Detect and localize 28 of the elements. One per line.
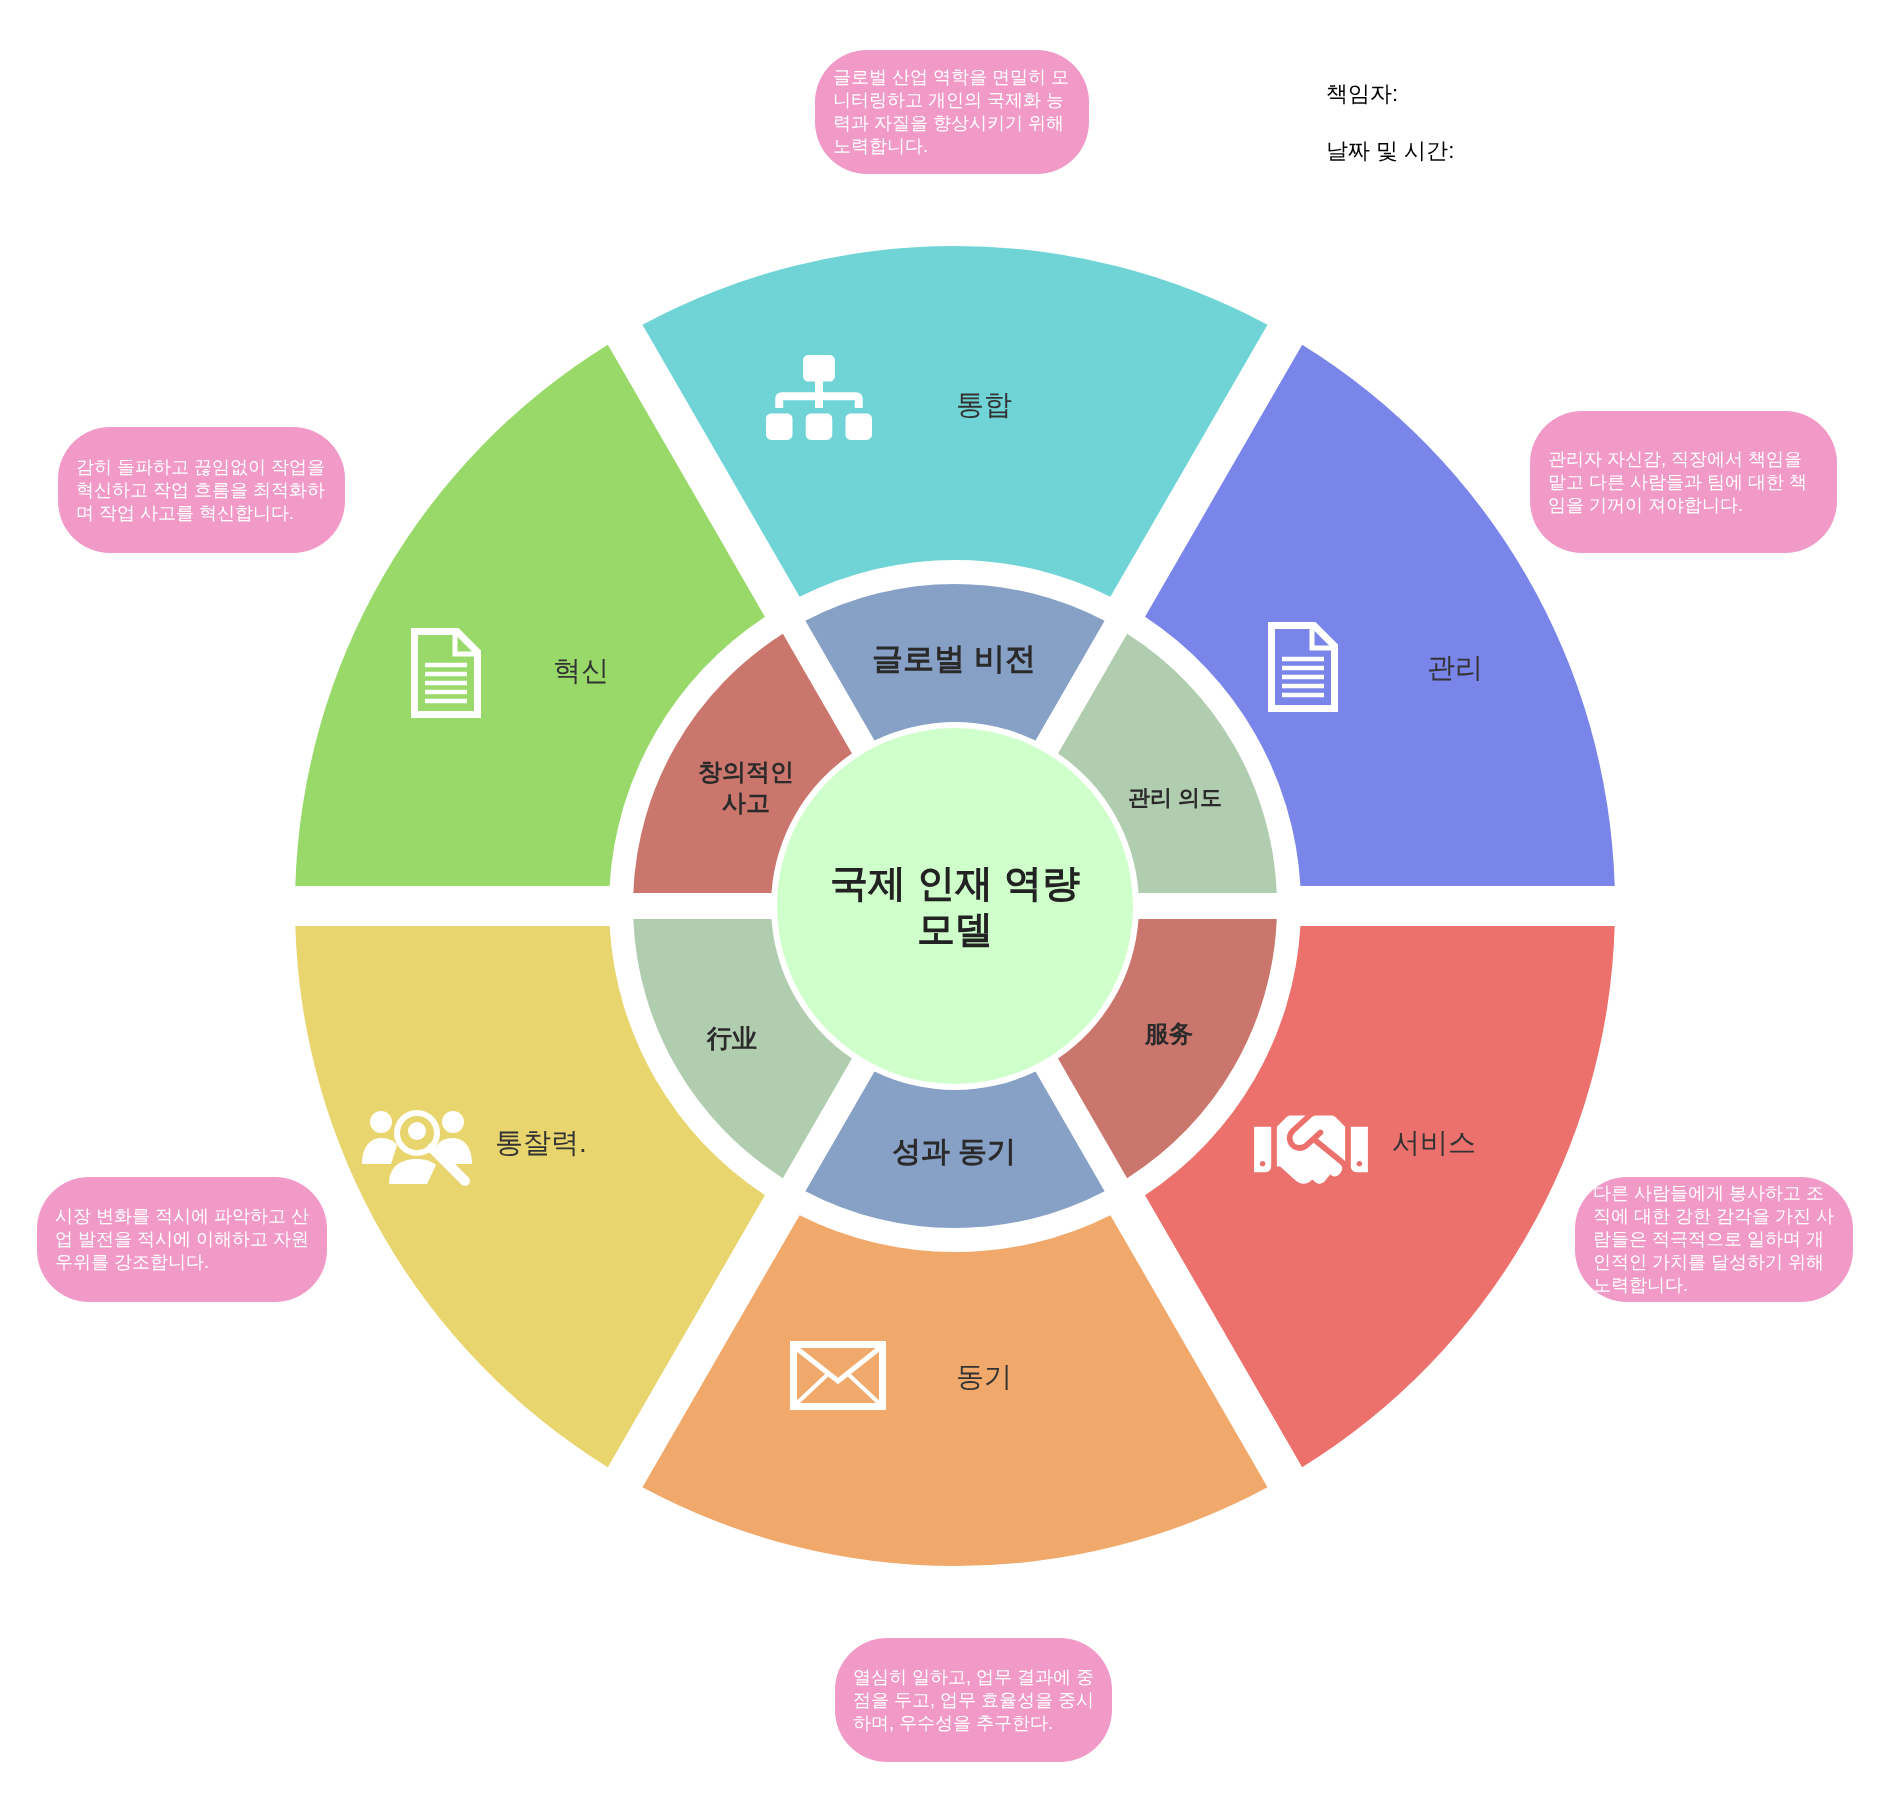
callout-text: 글로벌 산업 역학을 면밀히 모니터링하고 개인의 국제화 능력과 자질을 향상시키기 위해 노력합니다. [833,66,1070,158]
segment-label: 服务 [1145,1019,1193,1049]
callout-text: 시장 변화를 적시에 파악하고 산업 발전을 적시에 이해하고 자원 우위를 강조합니다. [55,1205,309,1274]
callout-text: 관리자 자신감, 직장에서 책임을 맡고 다른 사람들과 팀에 대한 책임을 기꺼이 져야합니다. [1548,447,1808,517]
callout-text: 다른 사람들에게 봉사하고 조직에 대한 강한 감각을 가진 사람들은 적극적으로 일하며 개인적인 가치를 달성하기 위해 노력합니다. [1593,1182,1835,1297]
outer-ring-segment [642,1215,1268,1566]
inner-ring-segment [805,1071,1105,1228]
inner-ring-segment [1058,919,1277,1179]
inner-ring-segment [633,919,852,1179]
segment-label: 동기 [956,1360,1012,1394]
callout-bubble [1530,411,1837,553]
callout-text: 열심히 일하고, 업무 결과에 중점을 두고, 업무 효율성을 중시하며, 우수성을 추구한다. [853,1665,1094,1735]
inner-ring-segment [805,584,1105,741]
segment-label: 관리 의도 [1127,783,1223,812]
segment-label: 관리 [1427,651,1483,685]
callout-text: 감히 돌파하고 끊임없이 작업을 혁신하고 작업 흐름을 최적화하며 작업 사고를 혁신합니다. [76,455,326,525]
segment-label: 글로벌 비전 [872,639,1036,678]
form-field-label: 날짜 및 시간: [1326,137,1455,165]
segment-label: 서비스 [1392,1126,1476,1160]
center-title: 국제 인재 역량 모델 [829,861,1081,952]
segment-label: 혁신 [553,654,609,688]
segment-label: 통찰력. [495,1126,587,1160]
segment-label: 창의적인 사고 [697,757,795,818]
outer-ring-segment [642,246,1268,597]
segment-label: 통합 [956,388,1012,422]
form-field-label: 책임자: [1326,80,1399,108]
segment-label: 성과 동기 [891,1134,1017,1170]
segment-label: 行业 [707,1023,757,1055]
